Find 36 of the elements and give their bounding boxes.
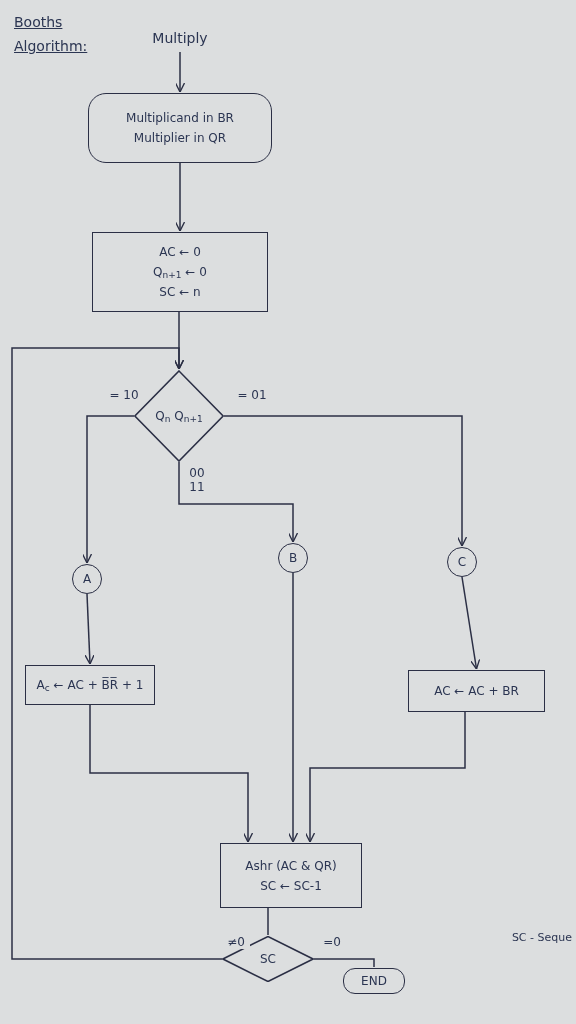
arrow xyxy=(89,704,254,843)
arrow xyxy=(461,576,481,670)
process-box xyxy=(220,843,362,908)
node-text: SC xyxy=(260,951,276,968)
node-text: C xyxy=(457,554,467,571)
arrow xyxy=(174,51,186,93)
process-box xyxy=(408,670,545,712)
node-text: Ashr (AC & QR) xyxy=(245,857,337,875)
node-text: B xyxy=(288,550,298,567)
node-text: Multiply xyxy=(152,28,208,48)
node-text: A xyxy=(82,571,92,588)
node-text: AC ← AC + BR xyxy=(434,683,519,700)
arrow xyxy=(81,415,135,564)
title: Booths Algorithm: xyxy=(14,13,89,56)
decision-diamond xyxy=(222,936,314,982)
arrow xyxy=(304,711,466,843)
node-text: SC ← n xyxy=(159,284,201,301)
input-box xyxy=(88,93,272,163)
node-text: SC ← SC-1 xyxy=(260,877,322,895)
node-text: Multiplier in QR xyxy=(133,130,227,147)
arrow xyxy=(174,162,186,232)
node-text: A$_{c}$ ← AC + B̅R̅ + 1 xyxy=(36,676,144,694)
node-text: Multiplicand in BR xyxy=(126,110,234,127)
node-text: AC ← 0 xyxy=(159,244,201,261)
end-terminal xyxy=(343,968,405,994)
note-text: SC - Seque xyxy=(511,930,572,946)
arrow xyxy=(84,593,95,665)
node-text: Q$_{n}$ Q$_{n+1}$ xyxy=(155,408,203,425)
node-text: END xyxy=(361,973,387,990)
arrow xyxy=(178,461,299,543)
process-box xyxy=(92,232,268,312)
arrow xyxy=(223,415,468,547)
process-box xyxy=(25,665,155,705)
node-text: Q$_{n+1}$ ← 0 xyxy=(153,264,207,281)
arrow xyxy=(11,347,223,960)
arrow xyxy=(287,572,299,843)
